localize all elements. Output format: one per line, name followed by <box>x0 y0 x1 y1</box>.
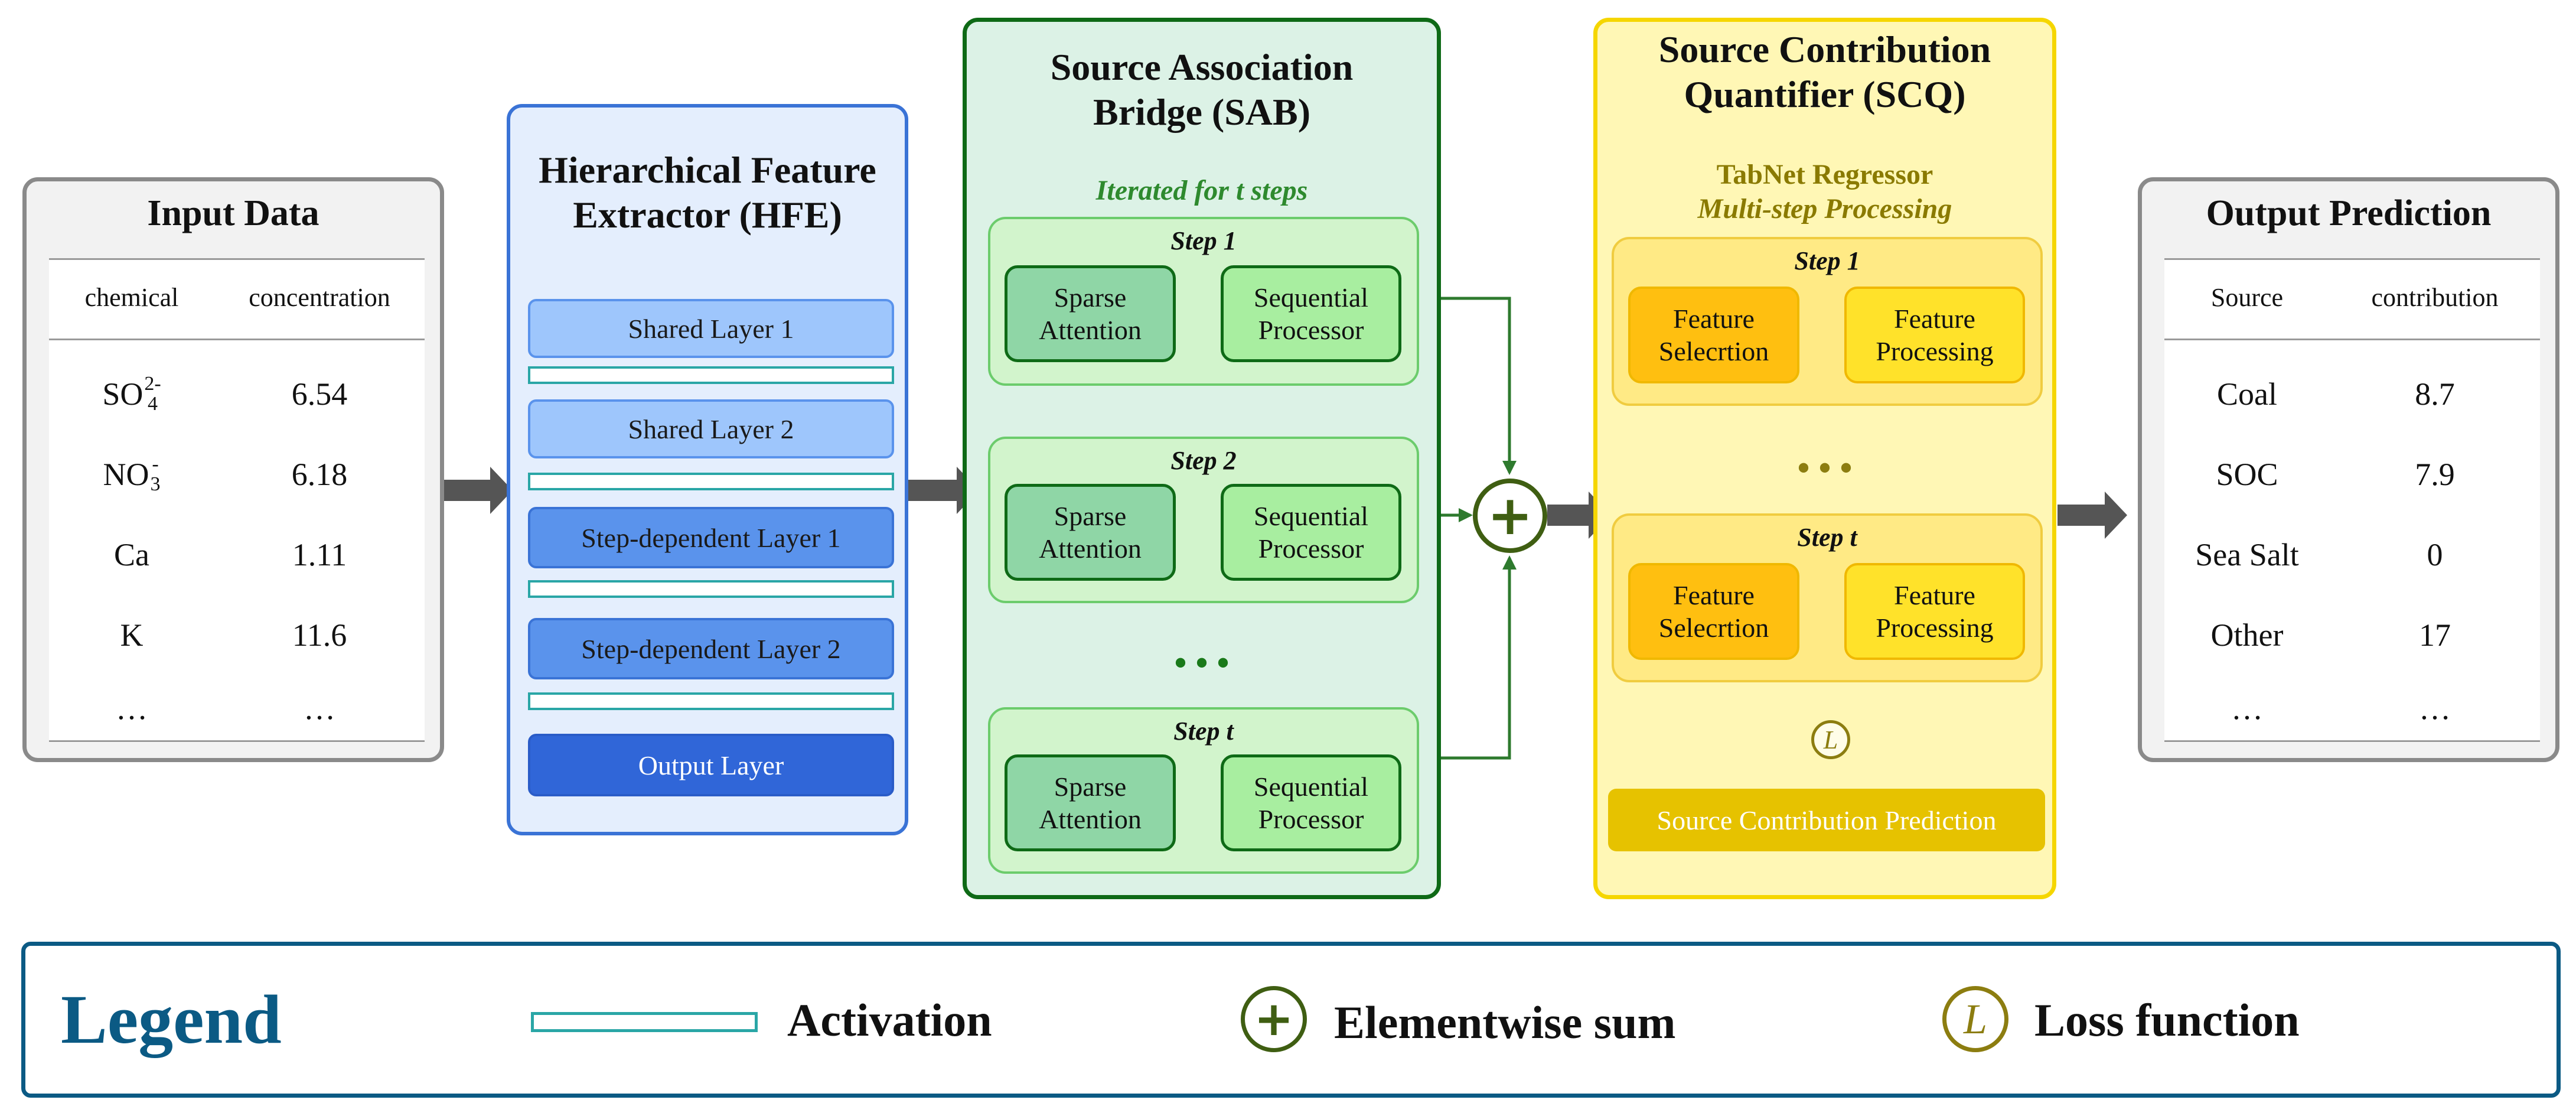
input-col-concentration: concentration <box>249 282 390 312</box>
output-prediction-panel: Output Prediction Source contribution Co… <box>2138 177 2559 762</box>
legend-panel: Legend Activation + Elementwise sum L Lo… <box>21 942 2561 1098</box>
sab-step-label: Step t <box>1173 716 1234 746</box>
loss-function-icon: L <box>1811 720 1850 759</box>
legend-sum-label: Elementwise sum <box>1334 997 1676 1048</box>
hfe-layer-output: Output Layer <box>528 734 894 796</box>
input-row-value: … <box>304 691 335 726</box>
hfe-layer-step-dependent-2: Step-dependent Layer 2 <box>528 618 894 679</box>
sab-title: Source Association Bridge (SAB) <box>1050 46 1354 133</box>
activation-bar <box>528 473 894 490</box>
input-row-value: 6.18 <box>291 457 348 492</box>
output-table: Source contribution Coal 8.7 SOC 7.9 Sea… <box>2164 258 2540 743</box>
input-row-value: 11.6 <box>292 617 347 653</box>
output-col-source: Source <box>2210 282 2284 312</box>
sab-panel: Source Association Bridge (SAB) Iterated… <box>963 18 1441 899</box>
output-row-source: Other <box>2210 617 2284 653</box>
input-row-value: 6.54 <box>291 376 348 412</box>
scq-subtitle: TabNet Regressor Multi-step Processing <box>1697 159 1952 224</box>
arrow-input-to-hfe <box>442 467 513 514</box>
hfe-layer-shared-1: Shared Layer 1 <box>528 299 894 358</box>
input-row-chemical: NO-3 <box>103 453 161 495</box>
output-row-value: 8.7 <box>2415 376 2455 412</box>
input-data-title: Input Data <box>147 193 319 234</box>
scq-ellipsis: • • • <box>1797 448 1853 487</box>
legend-loss-label: Loss function <box>2034 994 2300 1046</box>
hfe-panel: Hierarchical Feature Extractor (HFE) Sha… <box>507 104 908 835</box>
sab-step-label: Step 2 <box>1170 445 1237 475</box>
input-row-value: 1.11 <box>292 537 347 572</box>
sab-subtitle: Iterated for t steps <box>1095 174 1308 206</box>
input-row-chemical: Ca <box>114 537 149 572</box>
input-row-chemical: K <box>120 617 144 653</box>
output-row-source: Coal <box>2217 376 2277 412</box>
output-row-value: 7.9 <box>2415 457 2455 492</box>
legend-activation-label: Activation <box>787 994 992 1046</box>
scq-step-label: Step t <box>1797 522 1857 552</box>
sab-step-label: Step 1 <box>1170 226 1237 255</box>
hfe-title: Hierarchical Feature Extractor (HFE) <box>539 149 876 236</box>
scq-panel: Source Contribution Quantifier (SCQ) Tab… <box>1593 18 2056 899</box>
input-col-chemical: chemical <box>84 282 179 312</box>
output-col-contribution: contribution <box>2371 282 2499 312</box>
legend-sum-icon: + <box>1241 986 1307 1052</box>
output-row-source: SOC <box>2216 457 2278 492</box>
output-row-value: … <box>2419 691 2451 726</box>
arrow-scq-to-output <box>2057 492 2127 539</box>
activation-bar <box>528 366 894 384</box>
legend-activation-swatch <box>531 1012 758 1032</box>
input-row-chemical: … <box>116 691 148 726</box>
legend-loss-icon: L <box>1942 986 2008 1052</box>
output-row-value: 0 <box>2427 537 2443 572</box>
hfe-layer-shared-2: Shared Layer 2 <box>528 399 894 458</box>
sab-ellipsis: • • • <box>1174 643 1230 682</box>
output-row-source: Sea Salt <box>2195 537 2299 572</box>
activation-bar <box>528 692 894 710</box>
elementwise-sum-icon: + <box>1473 479 1547 553</box>
scq-step-label: Step 1 <box>1794 246 1860 275</box>
scq-title: Source Contribution Quantifier (SCQ) <box>1658 28 1991 115</box>
legend-title: Legend <box>61 981 282 1058</box>
hfe-layer-step-dependent-1: Step-dependent Layer 1 <box>528 507 894 568</box>
activation-bar <box>528 580 894 598</box>
output-row-source: … <box>2231 691 2263 726</box>
output-row-value: 17 <box>2419 617 2451 653</box>
source-contribution-prediction: Source Contribution Prediction <box>1608 789 2045 851</box>
output-prediction-title: Output Prediction <box>2206 193 2492 234</box>
